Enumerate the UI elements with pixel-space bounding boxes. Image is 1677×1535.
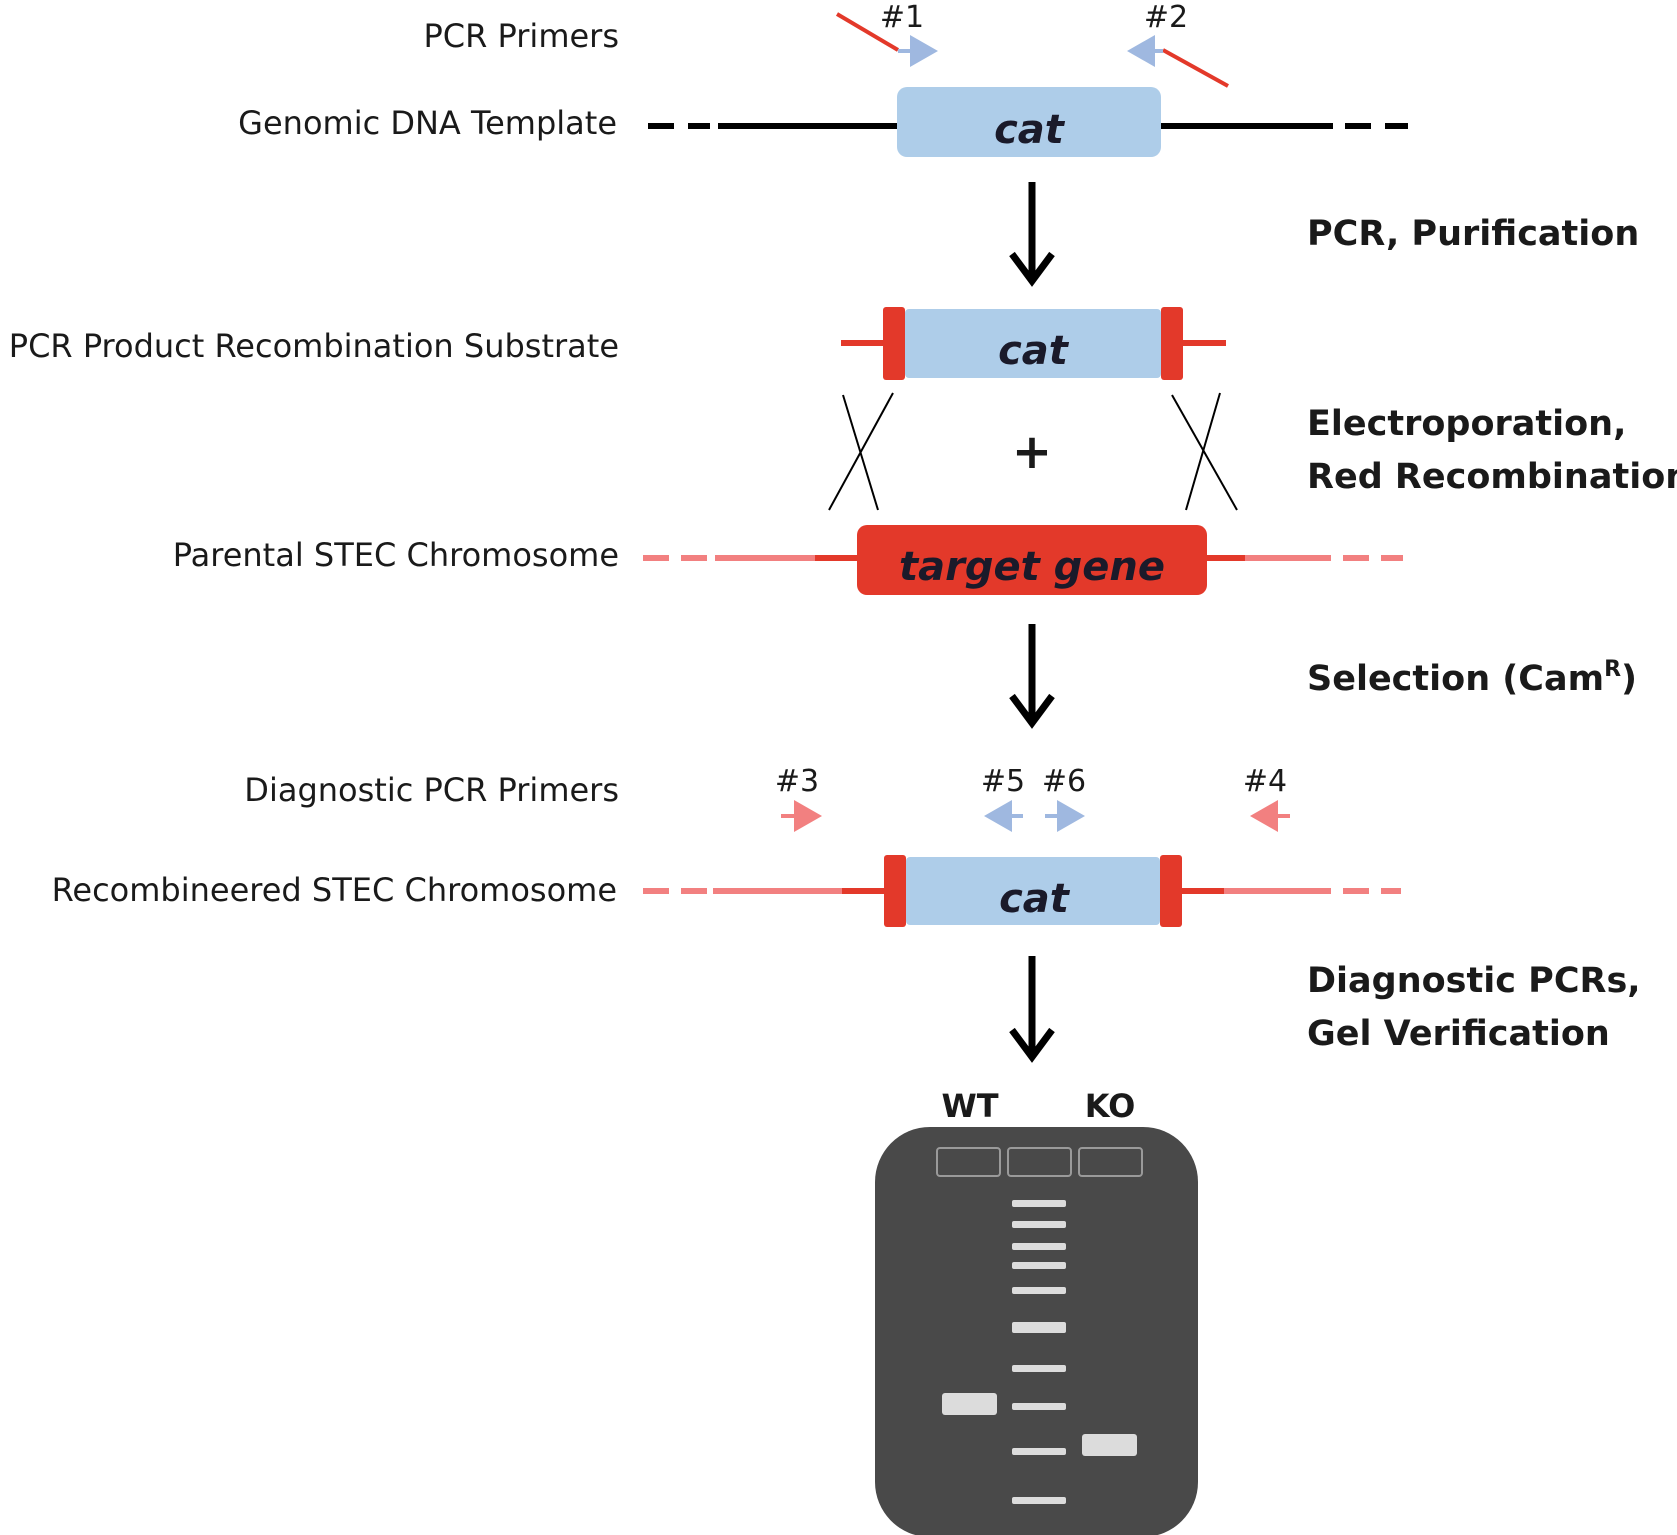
wt-band <box>942 1393 997 1415</box>
cat-label-recombineered: cat <box>999 876 1071 922</box>
primer-4-label: #4 <box>1243 764 1287 799</box>
label-pcr-primers: PCR Primers <box>423 17 619 55</box>
primer-1-label: #1 <box>880 0 924 35</box>
ko-band <box>1082 1434 1137 1456</box>
primer-1 <box>835 12 938 67</box>
label-parental-chromosome: Parental STEC Chromosome <box>173 536 619 574</box>
primer-2-label: #2 <box>1144 0 1188 35</box>
step-selection-close: ) <box>1621 659 1637 699</box>
label-diagnostic-primers: Diagnostic PCR Primers <box>244 771 619 809</box>
label-recombineered-chromosome: Recombineered STEC Chromosome <box>52 871 617 909</box>
primer-3-label: #3 <box>775 764 819 799</box>
cat-label-product: cat <box>998 328 1070 374</box>
flow-arrow-2 <box>1009 624 1055 729</box>
primer-5-label: #5 <box>981 764 1025 799</box>
crossover-right <box>1171 392 1238 511</box>
lane-label-wt: WT <box>941 1087 998 1125</box>
plus-sign: + <box>1012 424 1052 480</box>
recombineered-chromosome-line <box>643 855 1401 927</box>
label-pcr-product: PCR Product Recombination Substrate <box>9 327 619 365</box>
step-diagnostic-pcrs: Diagnostic PCRs, <box>1307 961 1641 1001</box>
ladder-bands <box>1012 1200 1066 1504</box>
step-red-recombination: Red Recombination <box>1307 457 1677 497</box>
step-selection-superscript: R <box>1604 657 1621 682</box>
cat-label-template: cat <box>994 107 1066 153</box>
step-selection-text: Selection (Cam <box>1307 659 1604 699</box>
gel-wells <box>936 1147 1143 1177</box>
flow-arrow-3 <box>1009 956 1055 1063</box>
pcr-product <box>841 307 1226 380</box>
primer-2 <box>1127 35 1229 88</box>
step-electroporation: Electroporation, <box>1307 404 1626 444</box>
primer-6-label: #6 <box>1042 764 1086 799</box>
target-gene <box>857 525 1207 595</box>
flow-arrow-1 <box>1009 182 1055 287</box>
label-genomic-template: Genomic DNA Template <box>238 104 617 142</box>
crossover-left <box>828 392 894 511</box>
cat-gene-template <box>897 87 1161 157</box>
step-pcr-purification: PCR, Purification <box>1307 214 1639 254</box>
lane-label-ko: KO <box>1085 1087 1136 1125</box>
target-gene-label: target gene <box>899 544 1165 590</box>
step-gel-verification: Gel Verification <box>1307 1014 1610 1054</box>
step-selection: Selection (CamR) <box>1307 657 1637 699</box>
